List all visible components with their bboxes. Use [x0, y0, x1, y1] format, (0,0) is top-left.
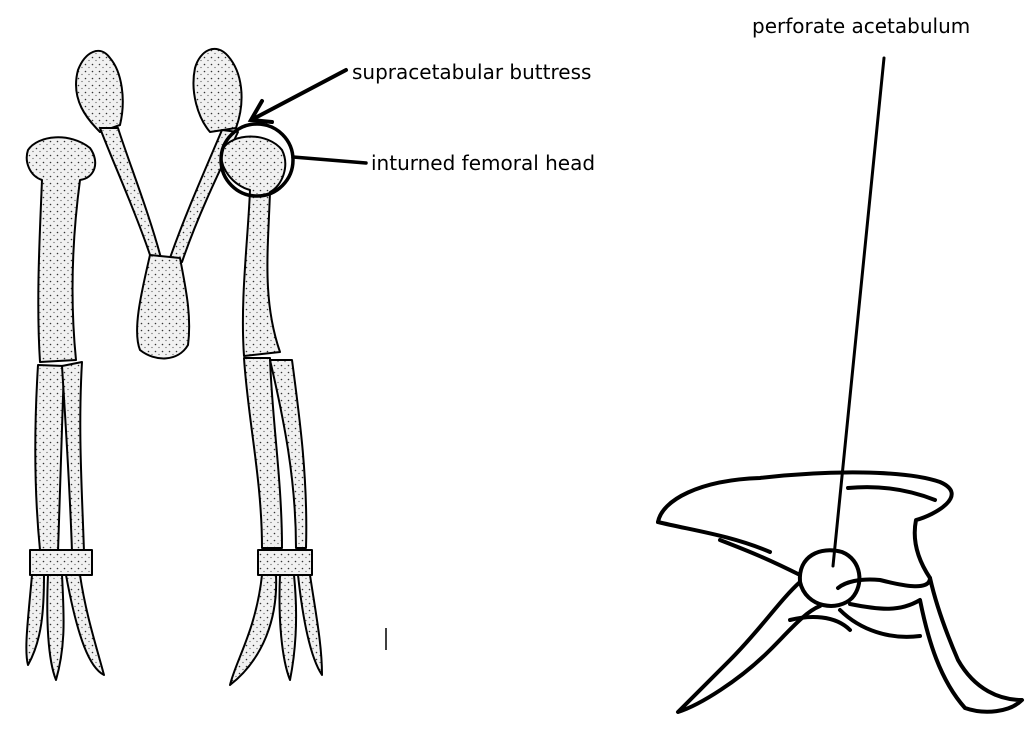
right-ilium: [193, 49, 241, 132]
left-toe-2: [47, 575, 63, 680]
acetabulum-ring: [800, 550, 860, 606]
right-toe-3: [298, 575, 322, 675]
acetabulum-leader-line: [833, 58, 884, 566]
left-toe-3: [66, 575, 104, 675]
right-toe-1: [230, 575, 276, 685]
ilium-crest-line: [848, 487, 935, 500]
left-pubis: [100, 128, 162, 262]
obturator-line: [840, 610, 920, 637]
label-perforate-acetabulum: perforate acetabulum: [752, 16, 970, 36]
left-ankle: [30, 550, 92, 575]
hindlimb-skeleton-illustration: [26, 49, 322, 685]
left-toe-1: [26, 575, 44, 665]
left-ilium: [76, 51, 123, 132]
label-supracetabular-buttress: supracetabular buttress: [352, 62, 591, 82]
ilium-lower-edge: [658, 522, 770, 552]
left-fibula: [62, 362, 84, 552]
femoral-head-leader-line: [293, 157, 366, 163]
label-inturned-femoral-head: inturned femoral head: [371, 153, 595, 173]
left-femur: [27, 137, 95, 362]
right-toe-2: [279, 575, 296, 680]
pubis-outline: [678, 582, 820, 712]
right-ankle: [258, 550, 312, 575]
ischium-outline: [850, 578, 1022, 712]
pubic-boot: [137, 255, 189, 358]
left-tibia: [35, 365, 64, 552]
right-femur: [221, 137, 285, 357]
buttress-arrow: [251, 70, 346, 122]
ilium-inner-line: [720, 540, 800, 575]
